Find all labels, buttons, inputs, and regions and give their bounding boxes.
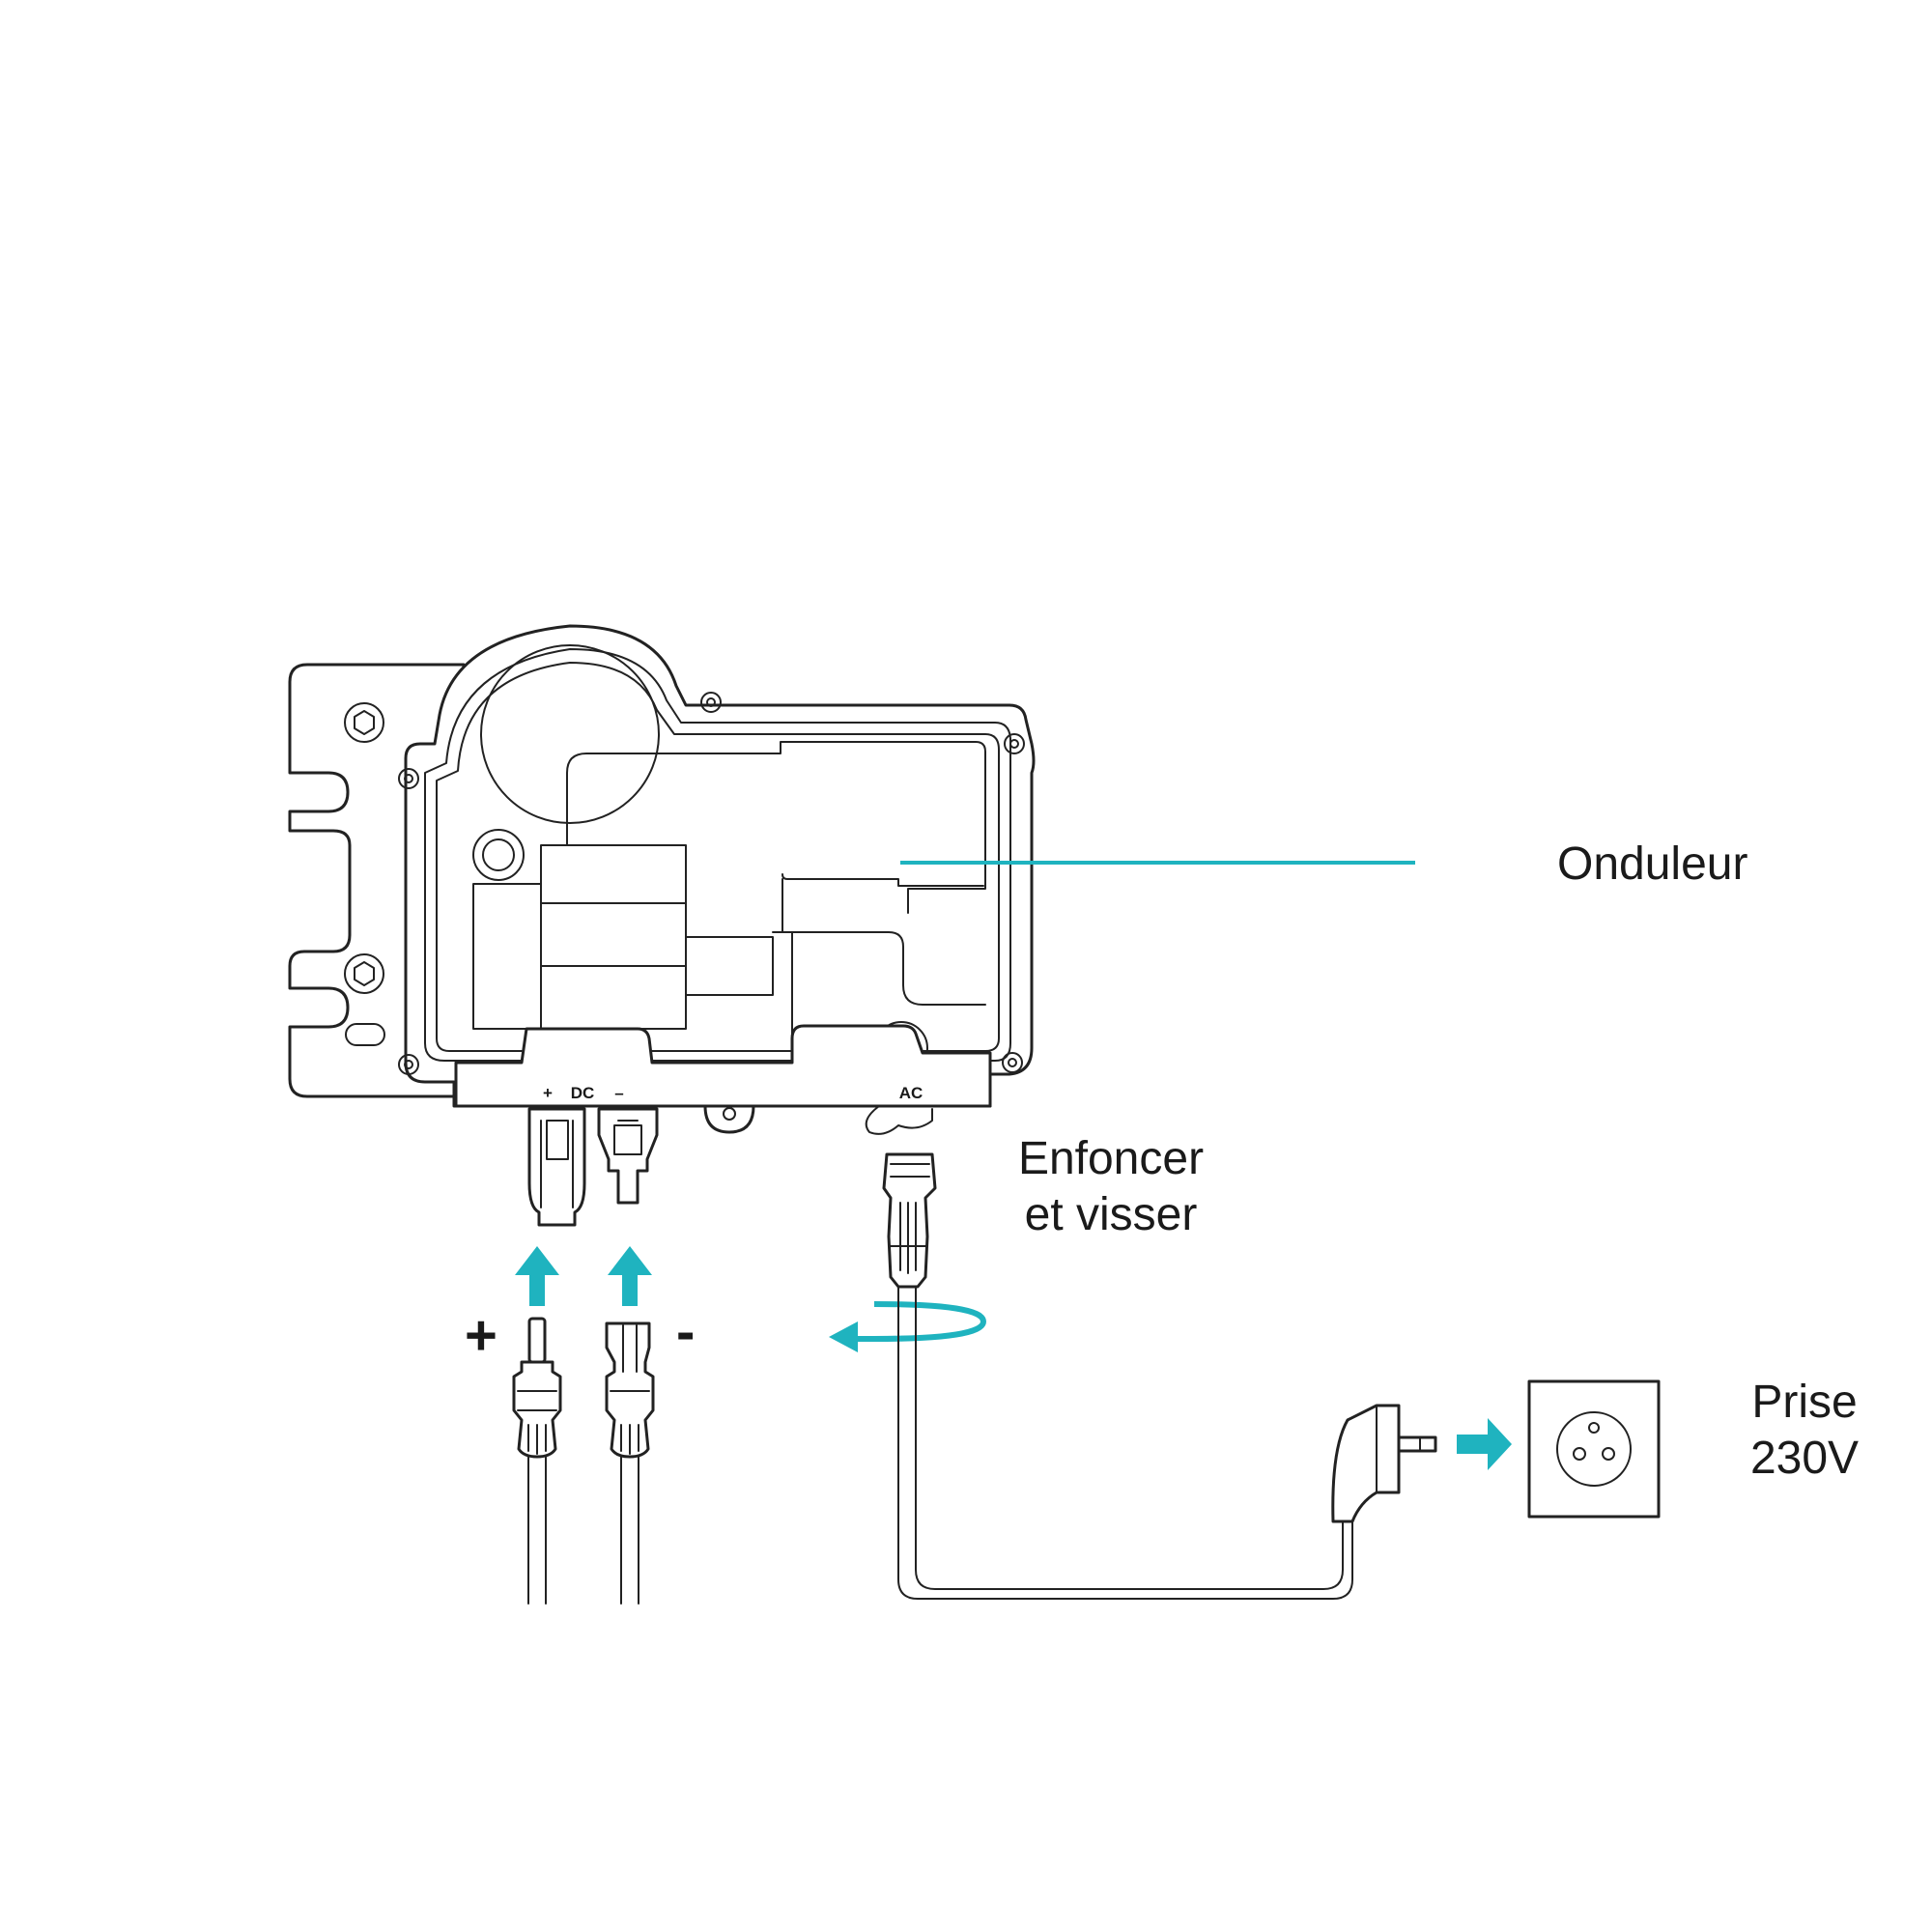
arrow-right-to-socket [1457,1418,1512,1470]
plus-sign: + [465,1304,497,1367]
dc-label: DC [571,1084,595,1102]
minus-sign: - [676,1300,695,1363]
internal-panel-step [781,873,984,887]
arrow-up-plus [515,1246,559,1306]
bracket-bolt-top [344,702,384,743]
internal-panel-right [781,878,986,1006]
corner-screw-br [1002,1052,1023,1073]
mc4-connector-plus [512,1317,562,1459]
mc4-connector-minus [605,1321,655,1459]
socket-label-line1: Prise [1751,1377,1857,1428]
internal-panel-top [566,741,986,914]
arrow-up-minus [608,1246,652,1306]
dc-socket-plus [527,1107,586,1227]
housing-inner-rim-2 [436,662,1000,1052]
dc-socket-minus [597,1107,659,1205]
round-cover [480,644,660,824]
push-screw-label-line1: Enfoncer [1018,1133,1204,1184]
ac-label: AC [899,1084,923,1102]
internal-block-small [685,936,774,996]
plug [1331,1404,1437,1523]
dc-minus-label: – [614,1084,623,1102]
ac-connector [882,1152,937,1289]
inverter-device: + DC – AC [288,624,1036,1227]
corner-screw-tl [398,768,419,789]
bracket-slot [345,1023,385,1046]
internal-block-left [472,883,542,1030]
cable-plus [527,1456,547,1605]
ac-cable-inner [915,1286,1344,1590]
ac-cable-outer [897,1286,1353,1600]
socket-label-line2: 230V [1750,1433,1859,1484]
ac-cap-tether [865,1105,933,1135]
connector-strip [454,1024,992,1108]
inverter-housing [404,624,1036,1108]
dc-plus-label: + [543,1084,553,1102]
corner-screw-tr [1004,733,1025,754]
push-screw-label-line2: et visser [1025,1189,1198,1240]
screw-boss-top [472,829,525,881]
wall-socket [1527,1379,1661,1519]
corner-screw-bl [398,1054,419,1075]
bracket-bolt-bottom [344,953,384,994]
cable-minus [620,1456,639,1605]
rotate-arrow [829,1301,987,1352]
inverter-label: Onduleur [1557,838,1747,890]
corner-screw-tm [700,692,722,713]
